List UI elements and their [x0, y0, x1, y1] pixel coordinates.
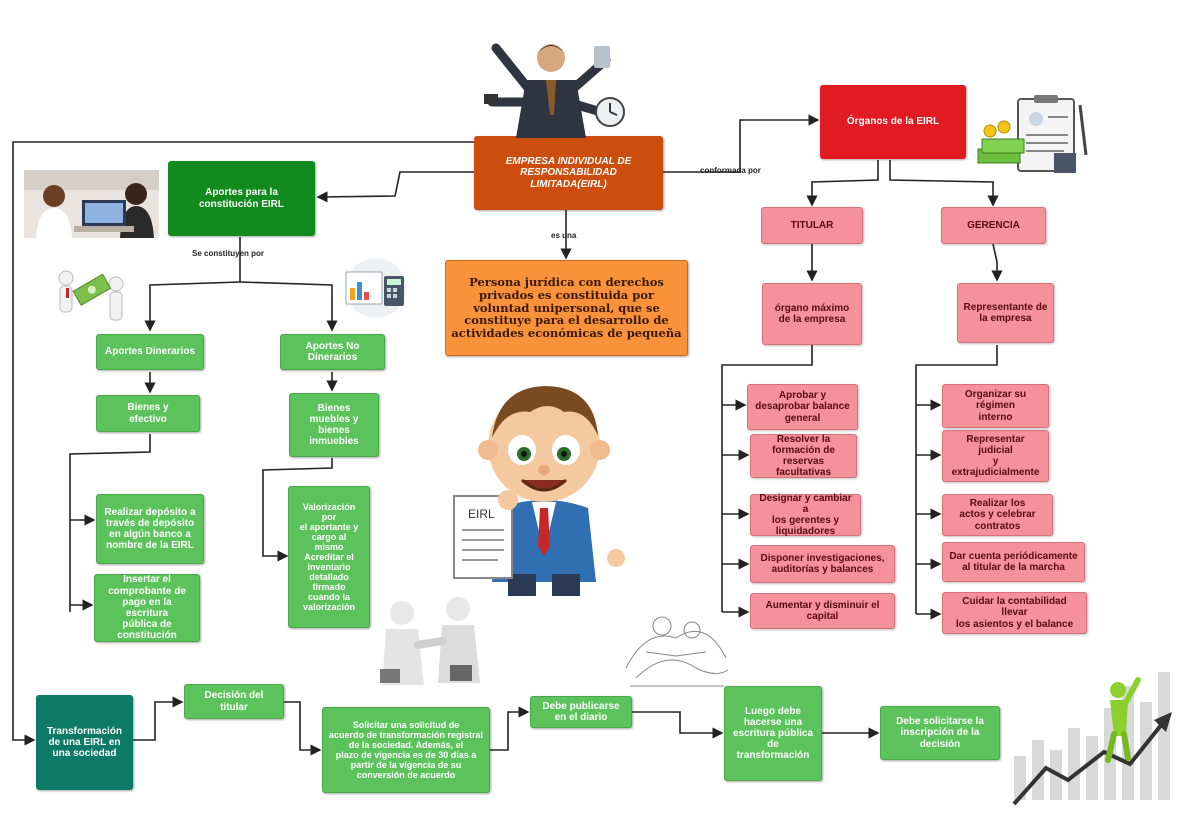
transformation-step-publicacion: Debe publicarse en el diario [530, 696, 632, 728]
gerencia-function-3: Realizar los actos y celebrar contratos [942, 494, 1053, 536]
transformation-step-solicitud: Solicitar una solicitud de acuerdo de tr… [322, 707, 490, 793]
aportes-dinerarios-node: Aportes Dinerarios [96, 334, 204, 370]
busy-businessman-illustration [484, 43, 625, 138]
transformation-start-node: Transformación de una EIRL en una socied… [36, 695, 133, 790]
gerencia-function-4: Dar cuenta periódicamente al titular de … [942, 542, 1085, 582]
titular-node: TITULAR [761, 207, 863, 244]
gerencia-node: GERENCIA [941, 207, 1046, 244]
aportes-title-node: Aportes para la constitución EIRL [168, 161, 315, 236]
transformation-step-escritura: Luego debe hacerse una escritura pública… [724, 686, 822, 781]
titular-function-2: Resolver la formación de reservas facult… [750, 434, 857, 478]
gerencia-function-5: Cuidar la contabilidad llevar los asient… [942, 592, 1087, 634]
definition-node: Persona jurídica con derechos privados e… [445, 260, 688, 356]
growth-chart-illustration [1012, 672, 1172, 806]
money-handshake-illustration [58, 270, 124, 321]
no-dinerarios-bienes-node: Bienes muebles y bienes inmuebles [289, 393, 379, 457]
aportes-no-dinerarios-node: Aportes No Dinerarios [280, 334, 385, 370]
no-dinerarios-step-valorizacion: Valorización por el aportante y cargo al… [288, 486, 370, 628]
cartoon-businessman-illustration: EIRL [453, 386, 625, 596]
gerencia-function-2: Representar judicial y extrajudicialment… [942, 430, 1049, 482]
document-eirl-label: EIRL [468, 507, 495, 521]
connector-label-conformada-por: conformada por [700, 166, 761, 175]
finance-documents-illustration [345, 258, 406, 318]
transformation-step-decision: Decisión del titular [184, 684, 284, 719]
titular-function-3: Designar y cambiar a los gerentes y liqu… [750, 493, 861, 537]
handshake-3d-illustration [380, 597, 480, 685]
transformation-step-inscripcion: Debe solicitarse la inscripción de la de… [880, 706, 1000, 760]
sketch-drawing-illustration [625, 616, 729, 687]
gerencia-function-1: Organizar su régimen interno [942, 384, 1049, 428]
gerencia-role-node: Representante de la empresa [957, 283, 1054, 343]
clipboard-money-illustration [977, 95, 1088, 173]
titular-function-5: Aumentar y disminuir el capital [750, 593, 895, 629]
titular-role-node: órgano máximo de la empresa [762, 283, 862, 345]
office-meeting-photo [24, 170, 159, 238]
titular-function-4: Disponer investigaciones, auditorías y b… [750, 545, 895, 583]
titular-function-1: Aprobar y desaprobar balance general [747, 384, 858, 430]
dinerarios-bienes-node: Bienes y efectivo [96, 395, 200, 432]
connector-label-se-constituyen-por: Se constituyen por [192, 249, 265, 258]
dinerarios-step-deposito: Realizar depósito a través de depósito e… [96, 494, 204, 564]
organs-title-node: Órganos de la EIRL [820, 85, 966, 159]
dinerarios-step-comprobante: Insertar el comprobante de pago en la es… [94, 574, 200, 642]
connector-label-es-una: es una [551, 231, 577, 240]
central-node-eirl: EMPRESA INDIVIDUAL DE RESPONSABILIDAD LI… [474, 136, 663, 210]
